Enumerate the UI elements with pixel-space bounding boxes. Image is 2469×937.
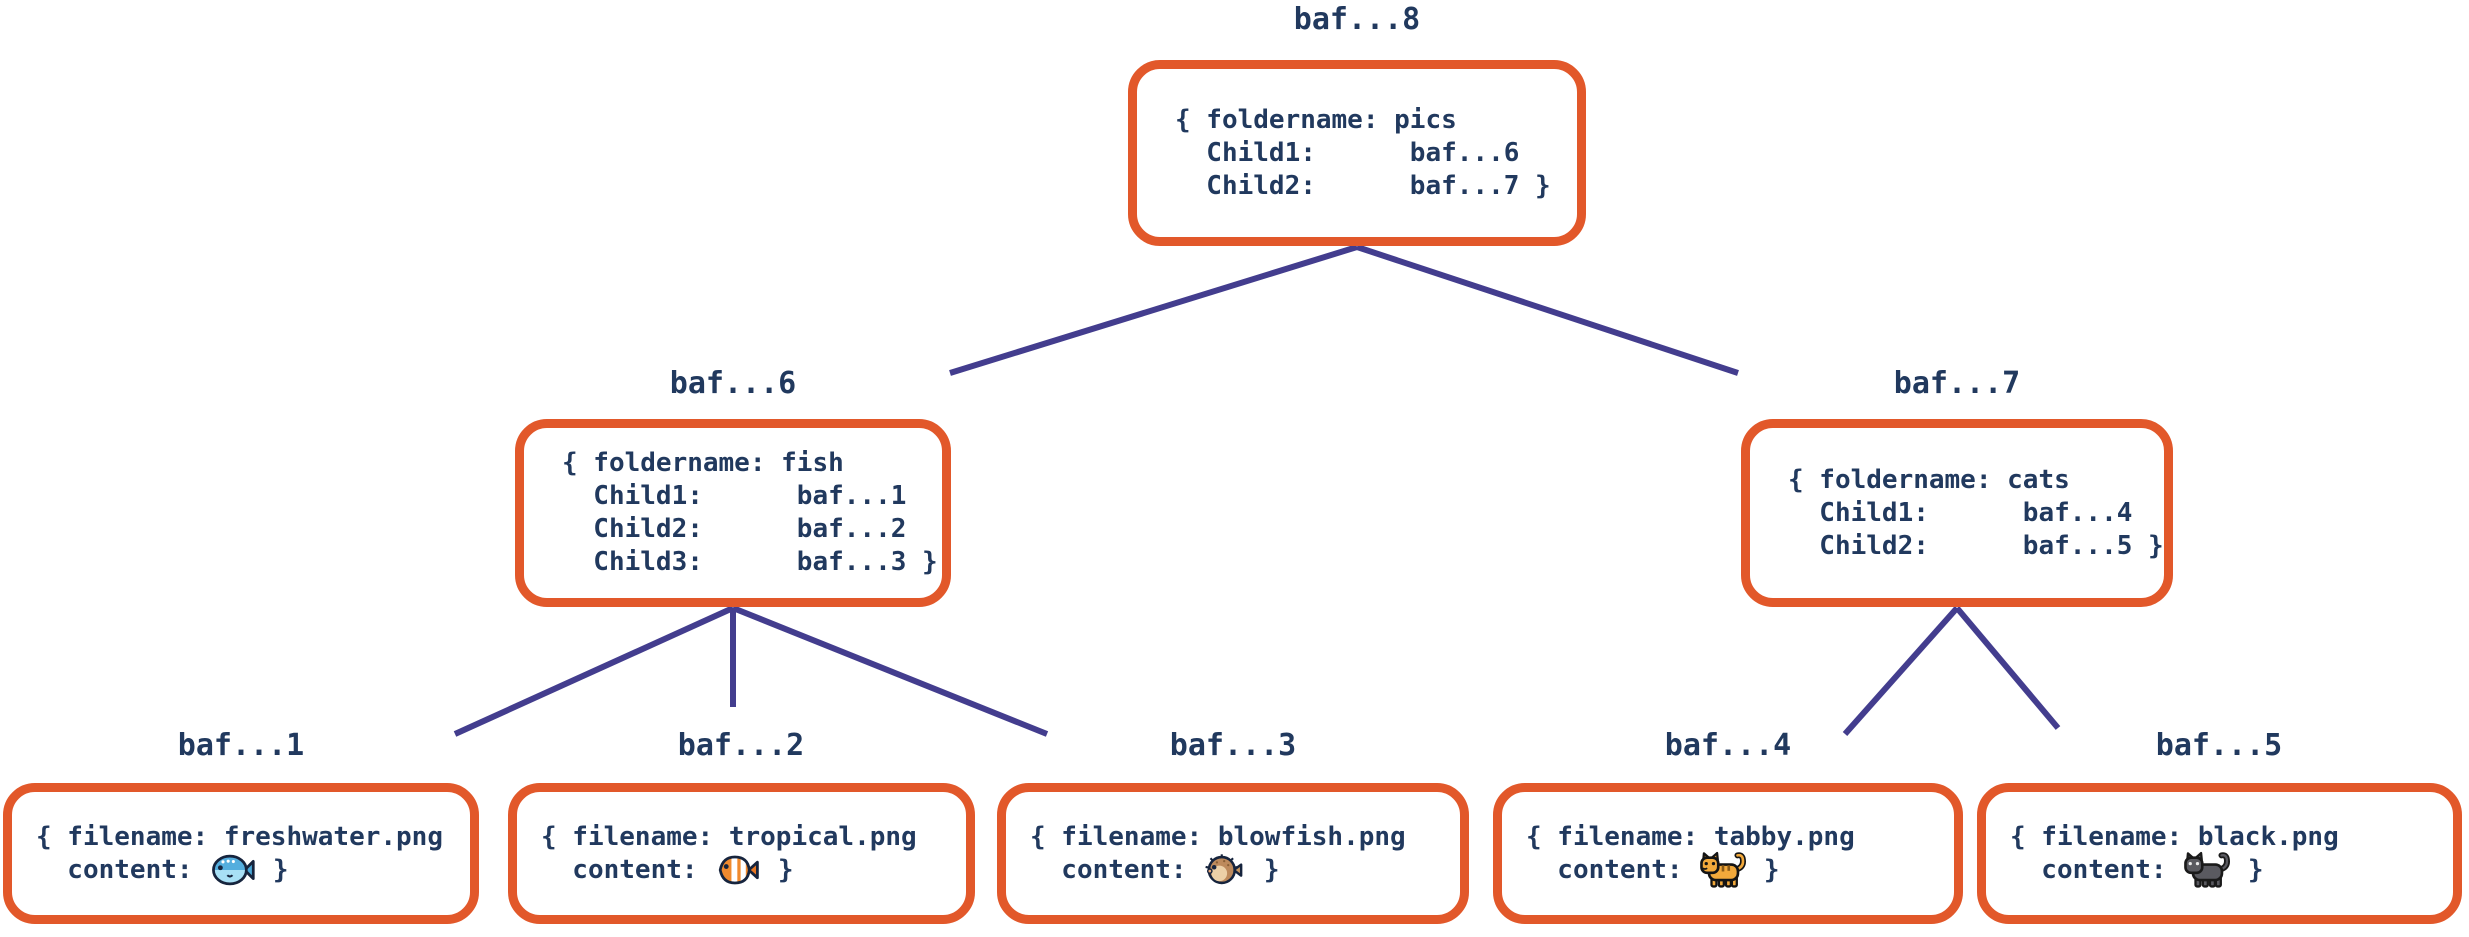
- node-line: { foldername: pics: [1175, 104, 1457, 135]
- node-line: { foldername: cats: [1788, 464, 2070, 495]
- node-label-baf7: baf...7: [1893, 366, 2021, 401]
- node-line: Child3: baf...3 }: [562, 547, 938, 577]
- tabby-cat-icon: [1700, 851, 1747, 889]
- node-label-baf3: baf...3: [1169, 728, 1297, 763]
- node-box-baf6: { foldername: fish Child1: baf...1 Child…: [515, 419, 951, 607]
- node-label-baf5: baf...5: [2155, 728, 2283, 763]
- tropical-fish-icon: [715, 851, 760, 889]
- content-label: content:: [36, 854, 209, 885]
- content-label: content:: [541, 854, 714, 885]
- node-line: Child2: baf...5 }: [1788, 530, 2164, 561]
- edge-baf7-baf4: [1842, 606, 1960, 736]
- content-label: content:: [1526, 854, 1699, 885]
- node-box-baf2: { filename: tropical.png content:: [508, 783, 975, 924]
- node-label-baf8: baf...8: [1293, 2, 1421, 37]
- node-line: { foldername: fish: [562, 448, 844, 478]
- close-brace: }: [1248, 854, 1280, 885]
- node-line: Child1: baf...4: [1788, 497, 2133, 528]
- node-line: { filename: tropical.png: [541, 821, 917, 852]
- content-label: content:: [2010, 854, 2183, 885]
- node-line: Child1: baf...1: [562, 481, 907, 511]
- node-box-baf3: { filename: blowfish.png content:: [997, 783, 1469, 924]
- content-label: content:: [1030, 854, 1203, 885]
- node-content-line: content:: [541, 854, 966, 887]
- node-line: { filename: tabby.png: [1526, 821, 1855, 852]
- node-box-baf1: { filename: freshwater.png content: }: [3, 783, 479, 924]
- node-label-baf4: baf...4: [1664, 728, 1792, 763]
- freshwater-fish-icon: [210, 851, 255, 889]
- black-cat-icon: [2184, 851, 2231, 889]
- edge-baf8-baf7: [1356, 244, 1739, 376]
- node-content-line: content:: [2010, 851, 2453, 889]
- node-box-baf4: { filename: tabby.png content:: [1493, 783, 1963, 924]
- close-brace: }: [1748, 854, 1780, 885]
- node-content-line: content:: [1030, 854, 1460, 887]
- close-brace: }: [257, 854, 289, 885]
- node-label-baf1: baf...1: [177, 728, 305, 763]
- node-line: Child2: baf...7 }: [1175, 170, 1551, 201]
- node-box-baf8: { foldername: pics Child1: baf...6 Child…: [1128, 60, 1586, 246]
- node-line: { filename: freshwater.png: [36, 821, 443, 852]
- node-content-line: content: }: [36, 854, 470, 887]
- node-label-baf2: baf...2: [677, 728, 805, 763]
- node-line: { filename: blowfish.png: [1030, 821, 1406, 852]
- edge-baf6-baf1: [453, 605, 735, 737]
- node-line: Child1: baf...6: [1175, 137, 1520, 168]
- edge-baf7-baf5: [1954, 606, 2061, 730]
- close-brace: }: [2232, 854, 2264, 885]
- node-box-baf5: { filename: black.png content:: [1977, 783, 2462, 924]
- node-content-line: content:: [1526, 851, 1954, 889]
- node-line: { filename: black.png: [2010, 821, 2339, 852]
- node-line: Child2: baf...2: [562, 514, 907, 544]
- node-box-baf7: { foldername: cats Child1: baf...4 Child…: [1741, 419, 2173, 607]
- blowfish-icon: [1204, 853, 1246, 887]
- edge-baf6-baf3: [731, 605, 1049, 737]
- close-brace: }: [762, 854, 794, 885]
- edge-baf8-baf6: [949, 244, 1358, 376]
- node-label-baf6: baf...6: [669, 366, 797, 401]
